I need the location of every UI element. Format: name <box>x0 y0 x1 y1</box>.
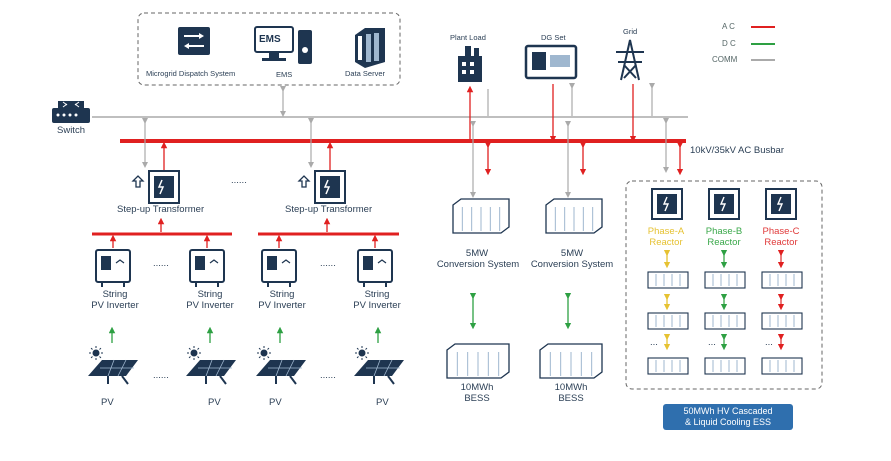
pcs-1-label-line2: Conversion System <box>436 259 520 270</box>
plant-load-label: Plant Load <box>450 33 486 42</box>
transformer-branch-1 <box>131 118 180 204</box>
phase-c-reactor-line1: Phase-C <box>762 226 800 237</box>
cascaded-ess-group <box>647 188 803 375</box>
transformer-branch-2 <box>297 118 346 204</box>
phase-c-column <box>761 188 803 375</box>
cascaded-ess-box <box>625 180 823 390</box>
transformer-2-label: Step-up Transformer <box>285 204 373 215</box>
pv-2-label: PV <box>208 397 221 408</box>
phase-b-reactor-line2: Reactor <box>707 237 741 248</box>
pv-group <box>88 326 404 385</box>
pv-1-label: PV <box>101 397 114 408</box>
ems-icon <box>254 26 312 64</box>
switch-label: Switch <box>57 125 85 136</box>
pv-3-label: PV <box>269 397 282 408</box>
legend-ac-label: A C <box>722 22 735 31</box>
cascade-module <box>761 357 803 375</box>
bess-2-label-line1: 10MWh <box>554 382 588 393</box>
cascade-dots-b: ... <box>708 337 716 348</box>
legend-comm-label: COMM <box>712 55 738 64</box>
inverter-4-label-line2: PV Inverter <box>353 300 401 311</box>
bess-2 <box>539 343 603 379</box>
ems-screen-text: EMS <box>259 34 281 45</box>
inverter-group <box>95 234 393 287</box>
pv-panel-3 <box>256 326 306 385</box>
phase-a-reactor-line2: Reactor <box>649 237 683 248</box>
pcs-2-label-line2: Conversion System <box>530 259 614 270</box>
inverter-dots-1: ...... <box>153 258 169 269</box>
busbar-label: 10kV/35kV AC Busbar <box>690 145 784 156</box>
bess-1-label-line1: 10MWh <box>460 382 494 393</box>
inverter-1-label-line1: String <box>102 289 128 300</box>
inverter-4-label-line1: String <box>364 289 390 300</box>
cascade-module <box>647 357 689 375</box>
dg-set-icon <box>524 44 578 80</box>
inverter-1-label-line2: PV Inverter <box>91 300 139 311</box>
conversion-system-group <box>446 121 603 379</box>
string-pv-inverter-4 <box>357 234 393 287</box>
pcs-1-label-line1: 5MW <box>465 248 489 259</box>
phase-a-reactor-line1: Phase-A <box>647 226 685 237</box>
string-pv-inverter-2 <box>189 234 225 287</box>
inverter-dots-2: ...... <box>320 258 336 269</box>
control-system-box <box>137 12 401 86</box>
plant-load-icon <box>458 46 482 82</box>
phase-c-reactor-line2: Reactor <box>764 237 798 248</box>
dispatch-label: Microgrid Dispatch System <box>146 69 236 78</box>
inverter-3-label-line1: String <box>269 289 295 300</box>
ems-label: EMS <box>276 70 293 79</box>
pv-4-label: PV <box>376 397 389 408</box>
cascade-dots-a: ... <box>650 337 658 348</box>
conversion-system-1 <box>452 121 510 330</box>
transformer-dots: ...... <box>231 175 247 186</box>
cascade-module <box>704 357 746 375</box>
cascade-module <box>647 271 689 289</box>
legend-dc-label: D C <box>722 39 736 48</box>
phase-a-column <box>647 188 689 375</box>
data-server-label: Data Server <box>345 69 386 78</box>
ess-badge-line1: 50MWh HV Cascaded <box>683 406 773 416</box>
transformer-1-label: Step-up Transformer <box>117 204 205 215</box>
bess-1 <box>446 343 510 379</box>
cascade-module <box>761 271 803 289</box>
string-pv-inverter-1 <box>95 234 131 287</box>
bess-1-label-line2: BESS <box>464 393 490 404</box>
cascade-module <box>761 312 803 330</box>
pv-panel-2 <box>186 326 236 385</box>
ess-badge: 50MWh HV Cascaded & Liquid Cooling ESS <box>663 404 793 430</box>
inverter-3-label-line2: PV Inverter <box>258 300 306 311</box>
pv-dots-1: ...... <box>153 370 169 381</box>
grid-tower-icon <box>616 39 644 81</box>
cascade-dots-c: ... <box>765 337 773 348</box>
dg-set-label: DG Set <box>541 33 566 42</box>
switch-icon <box>52 101 90 123</box>
pv-panel-1 <box>88 326 138 385</box>
inverter-2-label-line2: PV Inverter <box>186 300 234 311</box>
inverter-2-label-line1: String <box>197 289 223 300</box>
pv-dots-2: ...... <box>320 370 336 381</box>
pcs-2-label-line1: 5MW <box>560 248 584 259</box>
cascade-module <box>647 312 689 330</box>
phase-b-column <box>704 188 746 375</box>
data-server-icon <box>355 28 385 68</box>
grid-label: Grid <box>623 27 638 36</box>
string-pv-inverter-3 <box>261 234 297 287</box>
cascade-module <box>704 312 746 330</box>
ess-badge-line2: & Liquid Cooling ESS <box>684 417 772 427</box>
pv-panel-4 <box>354 326 404 385</box>
conversion-system-2 <box>545 121 603 330</box>
phase-b-reactor-line1: Phase-B <box>705 226 743 237</box>
microgrid-dispatch-icon <box>178 27 210 55</box>
cascade-module <box>704 271 746 289</box>
bess-2-label-line2: BESS <box>558 393 584 404</box>
